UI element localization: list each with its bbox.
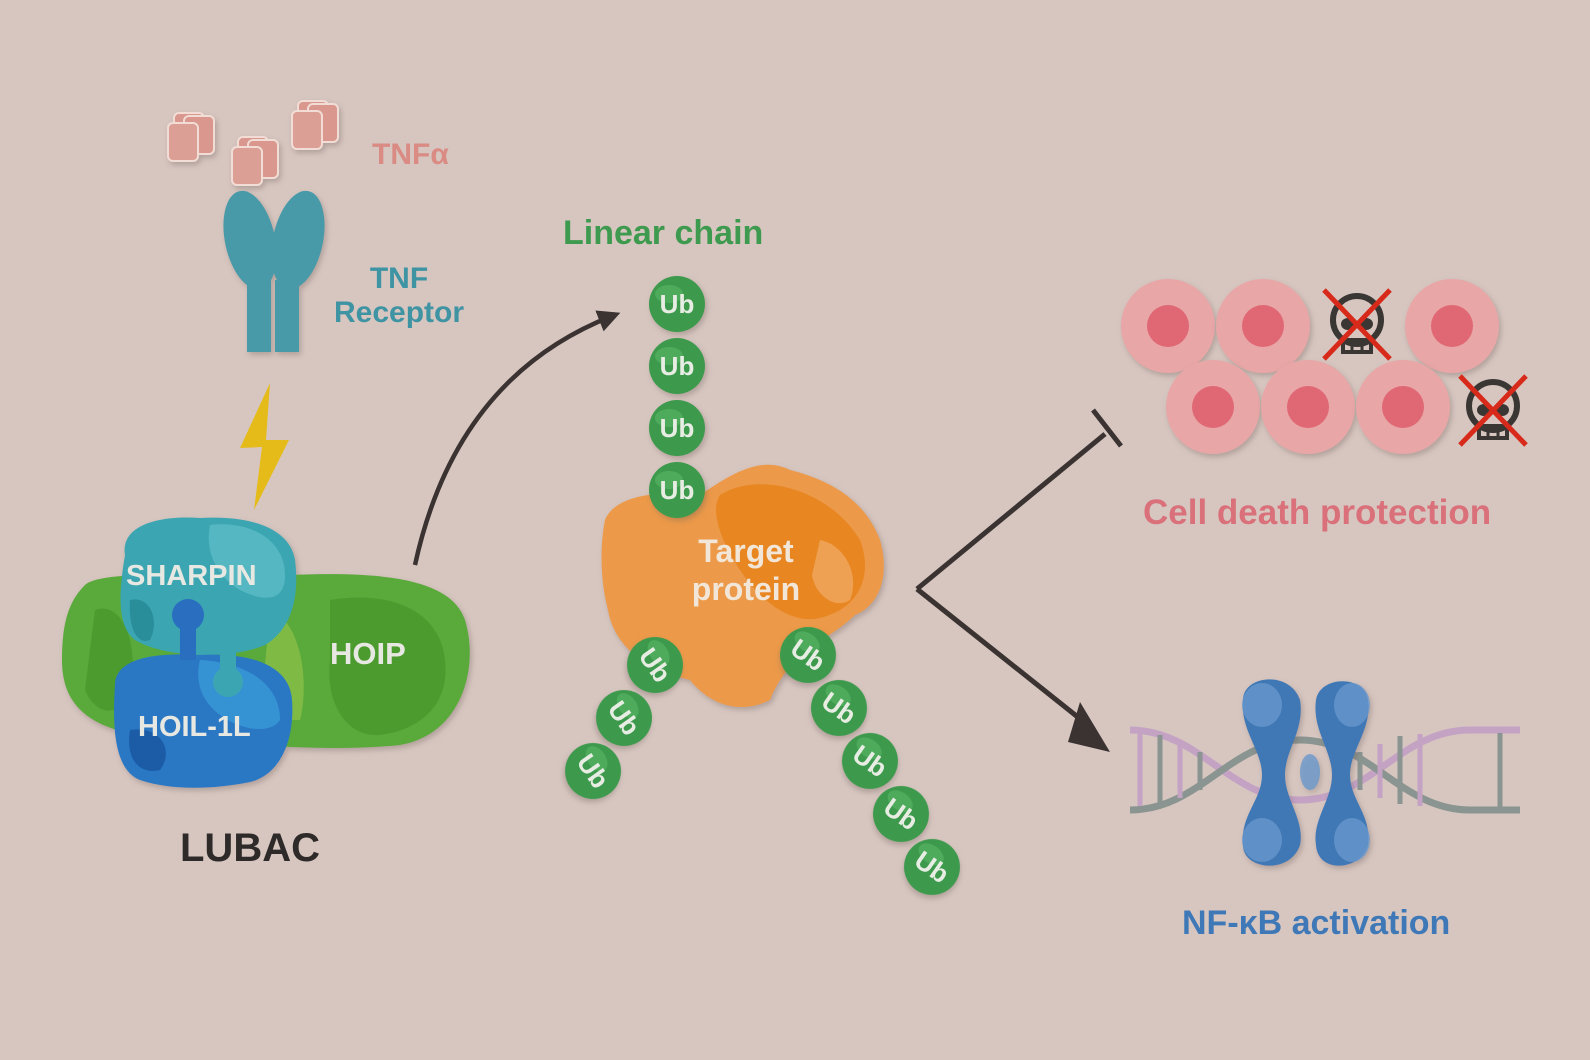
ubiquitin-label: Ub — [660, 475, 695, 505]
ubiquitin-label: Ub — [660, 413, 695, 443]
tnf-alpha-label: TNFα — [372, 138, 449, 171]
tnf-receptor-label: TNF Receptor — [324, 262, 474, 330]
lubac-label: LUBAC — [180, 826, 320, 870]
ubiquitin-bead: Ub — [649, 400, 705, 456]
ubiquitin-bead: Ub — [904, 839, 960, 895]
dead-cell-skull-icon — [1458, 374, 1528, 447]
cell-icon — [1356, 360, 1450, 454]
lightning-icon — [240, 383, 289, 510]
ubiquitin-bead: Ub — [596, 690, 652, 746]
activation-arrowhead — [1068, 702, 1110, 752]
cell-death-protection-label: Cell death protection — [1143, 493, 1492, 532]
branch-connector — [915, 408, 1123, 752]
cell-icon — [1261, 360, 1355, 454]
hoip-label: HOIP — [330, 636, 406, 671]
ubiquitin-label: Ub — [660, 289, 695, 319]
sharpin-shape — [120, 517, 297, 656]
cell-icon — [1405, 279, 1499, 373]
target-protein-label-line2: protein — [691, 571, 801, 607]
hoil-shape — [114, 599, 293, 788]
cell-icon — [1121, 279, 1215, 373]
ubiquitin-label: Ub — [660, 351, 695, 381]
ubiquitin-bead: Ub — [565, 743, 621, 799]
dna-icon — [1129, 726, 1520, 814]
cell-cluster — [1121, 279, 1528, 454]
tnf-receptor-label-line2: Receptor — [333, 296, 465, 329]
sharpin-label: SHARPIN — [126, 560, 257, 592]
ubiquitin-bead: Ub — [873, 786, 929, 842]
ubiquitin-bead: Ub — [649, 276, 705, 332]
lubac-to-ubiquitin-arrow — [412, 310, 621, 566]
tnf-receptor-icon — [223, 190, 325, 352]
ubiquitin-bead: Ub — [627, 637, 683, 693]
hoil-label: HOIL-1L — [138, 711, 251, 743]
nfkb-dimer-icon — [1242, 679, 1370, 866]
ubiquitin-bead: Ub — [649, 338, 705, 394]
ubiquitin-bead: Ub — [649, 462, 705, 518]
inhibition-edge — [915, 432, 1107, 591]
inhibition-bar — [1091, 408, 1123, 448]
linear-chain-label: Linear chain — [563, 214, 764, 252]
ubiquitin-bead: Ub — [780, 627, 836, 683]
ubiquitin-bead: Ub — [811, 680, 867, 736]
lubac-complex-icon — [62, 517, 470, 788]
tnf-receptor-label-line1: TNF — [369, 262, 429, 295]
nfkb-activation-label: NF-κB activation — [1182, 904, 1451, 942]
target-protein-label-line1: Target — [698, 533, 794, 569]
target-protein-label: Target protein — [676, 532, 816, 608]
cell-icon — [1166, 360, 1260, 454]
ubiquitin-bead: Ub — [842, 733, 898, 789]
activation-arrow — [915, 587, 1096, 732]
cell-icon — [1216, 279, 1310, 373]
tnf-alpha-icon — [167, 100, 339, 186]
dead-cell-skull-icon — [1322, 288, 1392, 361]
